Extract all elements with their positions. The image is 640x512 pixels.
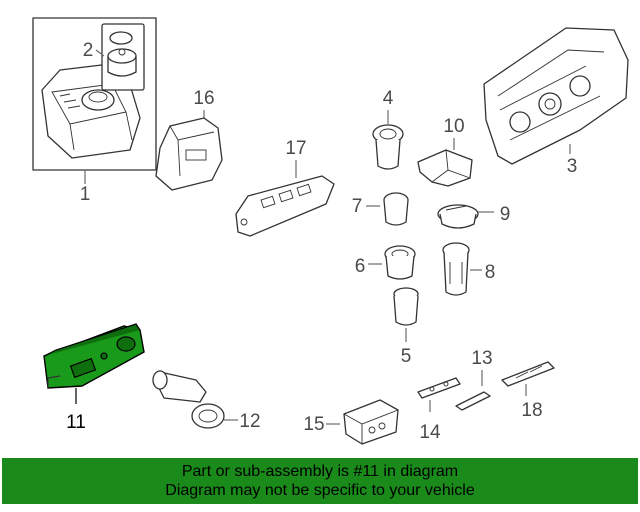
banner-line-2: Diagram may not be specific to your vehi… <box>165 482 475 499</box>
part-1-edges <box>69 111 133 151</box>
part-11-body <box>43 325 145 389</box>
part-15-body <box>343 399 399 445</box>
part-3-bottom-trim <box>509 95 601 141</box>
part-9-body <box>439 213 477 229</box>
part-14-bezel[interactable] <box>417 377 461 412</box>
part-5-lighter[interactable] <box>393 287 419 342</box>
part-2-center <box>118 48 126 56</box>
part-2-top <box>107 48 137 64</box>
part-4-lighter-socket[interactable] <box>372 110 404 170</box>
part-3-knob-left <box>509 111 531 133</box>
part-3-knob-center <box>538 92 562 116</box>
info-banner: Part or sub-assembly is #11 in diagram D… <box>2 458 638 504</box>
part-11-top-edge <box>43 323 141 357</box>
part-10-cover[interactable] <box>417 138 473 187</box>
part-8-ribs <box>449 262 463 284</box>
part-14-hole-a <box>429 386 435 392</box>
part-1-knob-cap <box>88 91 108 103</box>
callout-3: 3 <box>567 156 578 177</box>
part-1-rotary-knob <box>81 89 115 111</box>
callout-11: 11 <box>66 412 86 433</box>
part-15-switch-block[interactable] <box>326 399 399 445</box>
part-16-switch-housing[interactable] <box>155 110 223 191</box>
part-7-body <box>383 199 409 226</box>
part-12-end <box>152 370 168 390</box>
part-3-knob-center-cap <box>544 98 556 110</box>
part-14-hole-b <box>443 381 449 387</box>
part-12-cap <box>191 403 225 429</box>
part-18-trim-strip[interactable] <box>501 361 555 396</box>
part-13-body <box>455 391 491 411</box>
part-15-button-a <box>368 426 376 434</box>
callout-5: 5 <box>401 346 412 367</box>
callout-14: 14 <box>419 422 441 443</box>
part-10-body <box>417 149 473 187</box>
callout-16: 16 <box>193 88 214 109</box>
part-18-body <box>501 361 555 387</box>
part-17-button-c <box>296 183 312 197</box>
callout-13: 13 <box>471 348 492 369</box>
part-11-indicator <box>100 352 108 360</box>
part-5-body <box>393 295 419 326</box>
part-11-usb-port <box>69 357 97 379</box>
callout-2: 2 <box>83 40 94 61</box>
part-3-slots <box>497 49 605 111</box>
part-11-clip <box>47 375 61 388</box>
callout-7: 7 <box>352 196 363 217</box>
part-8-socket-body[interactable] <box>442 242 482 296</box>
part-7-insert[interactable] <box>366 192 409 226</box>
callout-17: 17 <box>285 138 306 159</box>
part-9-cap[interactable] <box>437 204 494 229</box>
part-12-lighter-assembly[interactable] <box>152 370 238 429</box>
part-16-body <box>155 117 223 191</box>
part-3-knob-right <box>569 75 591 97</box>
part-12-cap-inner <box>198 409 218 423</box>
part-4-inner <box>379 128 397 140</box>
part-6-body <box>385 255 415 280</box>
leader-2 <box>95 49 105 57</box>
callout-12: 12 <box>239 411 260 432</box>
part-9-grip <box>445 205 467 211</box>
part-10-edges <box>431 149 471 183</box>
parts-diagram: 1 2 16 17 4 10 <box>32 17 629 445</box>
part-8-body <box>443 251 469 296</box>
part-4-body <box>375 139 401 170</box>
callout-4: 4 <box>383 88 394 109</box>
part-18-details <box>515 365 543 379</box>
callout-15: 15 <box>303 414 324 435</box>
callout-18: 18 <box>521 400 542 421</box>
part-13-plate[interactable] <box>455 370 491 411</box>
part-15-edges <box>343 409 399 444</box>
banner-line-1: Part or sub-assembly is #11 in diagram <box>181 463 459 480</box>
callout-1: 1 <box>80 184 91 205</box>
part-16-slot <box>185 149 207 161</box>
part-6-socket-ring[interactable] <box>368 245 416 280</box>
part-17-switch-panel[interactable] <box>235 160 335 237</box>
part-11-aux-port <box>116 336 136 352</box>
part-2-ring <box>109 31 133 45</box>
part-16-edges <box>169 125 215 177</box>
part-15-button-b <box>378 422 386 430</box>
callout-6: 6 <box>355 256 366 277</box>
part-17-body <box>235 175 335 237</box>
callout-10: 10 <box>443 116 464 137</box>
part-17-screw <box>240 218 248 226</box>
part-17-button-a <box>260 195 276 209</box>
part-17-button-b <box>278 189 294 203</box>
part-3-climate-panel[interactable] <box>483 27 629 165</box>
callout-9: 9 <box>500 204 511 225</box>
part-14-body <box>417 377 461 399</box>
part-11-usb-aux-module[interactable] <box>43 323 145 404</box>
callout-8: 8 <box>485 262 496 283</box>
part-2-cap[interactable] <box>95 23 145 91</box>
part-1-buttons <box>59 93 81 109</box>
